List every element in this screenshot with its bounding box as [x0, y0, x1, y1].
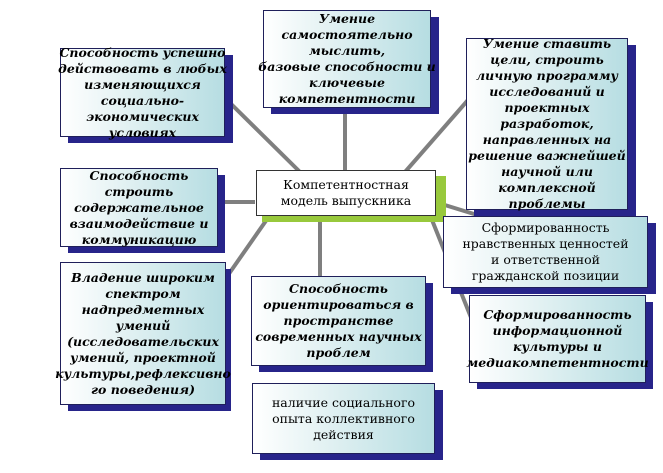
node-low-left-line: умений, проектной	[70, 349, 216, 365]
node-top-line: ключевые	[309, 75, 385, 90]
node-mid-right-line: Сформированность	[481, 220, 610, 235]
node-top-right-line: разработок,	[500, 116, 594, 131]
node-top-left-line: социально-	[100, 92, 185, 108]
node-top-left-line: действовать в любых	[58, 60, 227, 76]
node-mid-right-line: гражданской позиции	[471, 268, 620, 283]
node-mid-right-line: нравственных ценностей	[462, 236, 629, 251]
node-low-left-line: Владение широким	[71, 269, 215, 285]
node-low-center-line: ориентироваться в	[263, 297, 414, 312]
node-top-line: мыслить,	[308, 43, 386, 58]
node-top-left-line: условиях	[108, 124, 177, 140]
node-top-right-line: комплексной	[498, 180, 596, 195]
node-top-right-line: личную программу	[476, 68, 618, 83]
connector-top-right	[403, 98, 470, 174]
node-top-right-line: научной или	[501, 164, 593, 179]
node-low-left-line: надпредметных	[81, 301, 205, 317]
node-mid-left-line: коммуникацию	[81, 231, 197, 247]
node-bottom-line: наличие социального	[271, 394, 416, 410]
node-mid-left-line: содержательное	[74, 199, 204, 215]
center-line-1: Компетентностная	[283, 177, 409, 192]
node-top-right-line: исследований и	[489, 84, 605, 99]
node-low-left-line: спектром	[105, 285, 181, 301]
node-low-center-line: проблем	[306, 345, 371, 360]
node-top-line: компетентности	[278, 91, 416, 106]
node-top-left-line: Способность успешно	[59, 44, 226, 60]
node-low-right-line: культуры и	[513, 339, 602, 354]
node-top-right-line: направленных на	[482, 132, 612, 147]
center-line-2: модель выпускника	[280, 193, 412, 208]
node-top-line: самостоятельно	[281, 27, 413, 42]
node-low-center-line: современных научных	[255, 329, 422, 344]
node-mid-right-line: и ответственной	[491, 252, 600, 267]
node-low-right-line: Сформированность	[483, 307, 632, 322]
node-low-left-line: го поведения)	[90, 381, 196, 397]
node-top-right-line: Умение ставить	[482, 36, 612, 51]
node-low-right-line: медиакомпетентности	[466, 355, 649, 370]
node-top-line: Умение	[318, 11, 376, 26]
connector-low-left	[224, 213, 272, 280]
center-competency-model: Компетентностная модель выпускника	[256, 170, 436, 216]
node-low-left-line: умений	[115, 317, 171, 333]
node-top-line: базовые способности и	[258, 59, 436, 74]
node-top-right-line: цели, строить	[490, 52, 604, 67]
node-low-left-line: культуры,рефлексивно	[55, 365, 231, 381]
node-low-right-line: информационной	[492, 323, 623, 338]
node-mid-left-line: взаимодействие и	[69, 215, 209, 231]
node-top-right-line: проектных	[504, 100, 590, 115]
node-bottom-line: действия	[313, 426, 374, 442]
node-top-right-line: проблемы	[508, 196, 586, 211]
node-mid-left-line: Способность	[89, 167, 189, 183]
node-top-right-line: решение важнейшей	[468, 148, 626, 163]
connector-top-left	[220, 93, 302, 174]
node-top-left-line: изменяющихся	[84, 76, 201, 92]
node-top-left-line: экономических	[86, 108, 199, 124]
node-low-center-line: пространстве	[283, 313, 394, 328]
node-low-left-line: (исследовательских	[67, 333, 219, 349]
node-mid-left-line: строить	[104, 183, 174, 199]
node-low-center-line: Способность	[289, 281, 388, 296]
node-bottom-line: опыта коллективного	[272, 410, 415, 426]
